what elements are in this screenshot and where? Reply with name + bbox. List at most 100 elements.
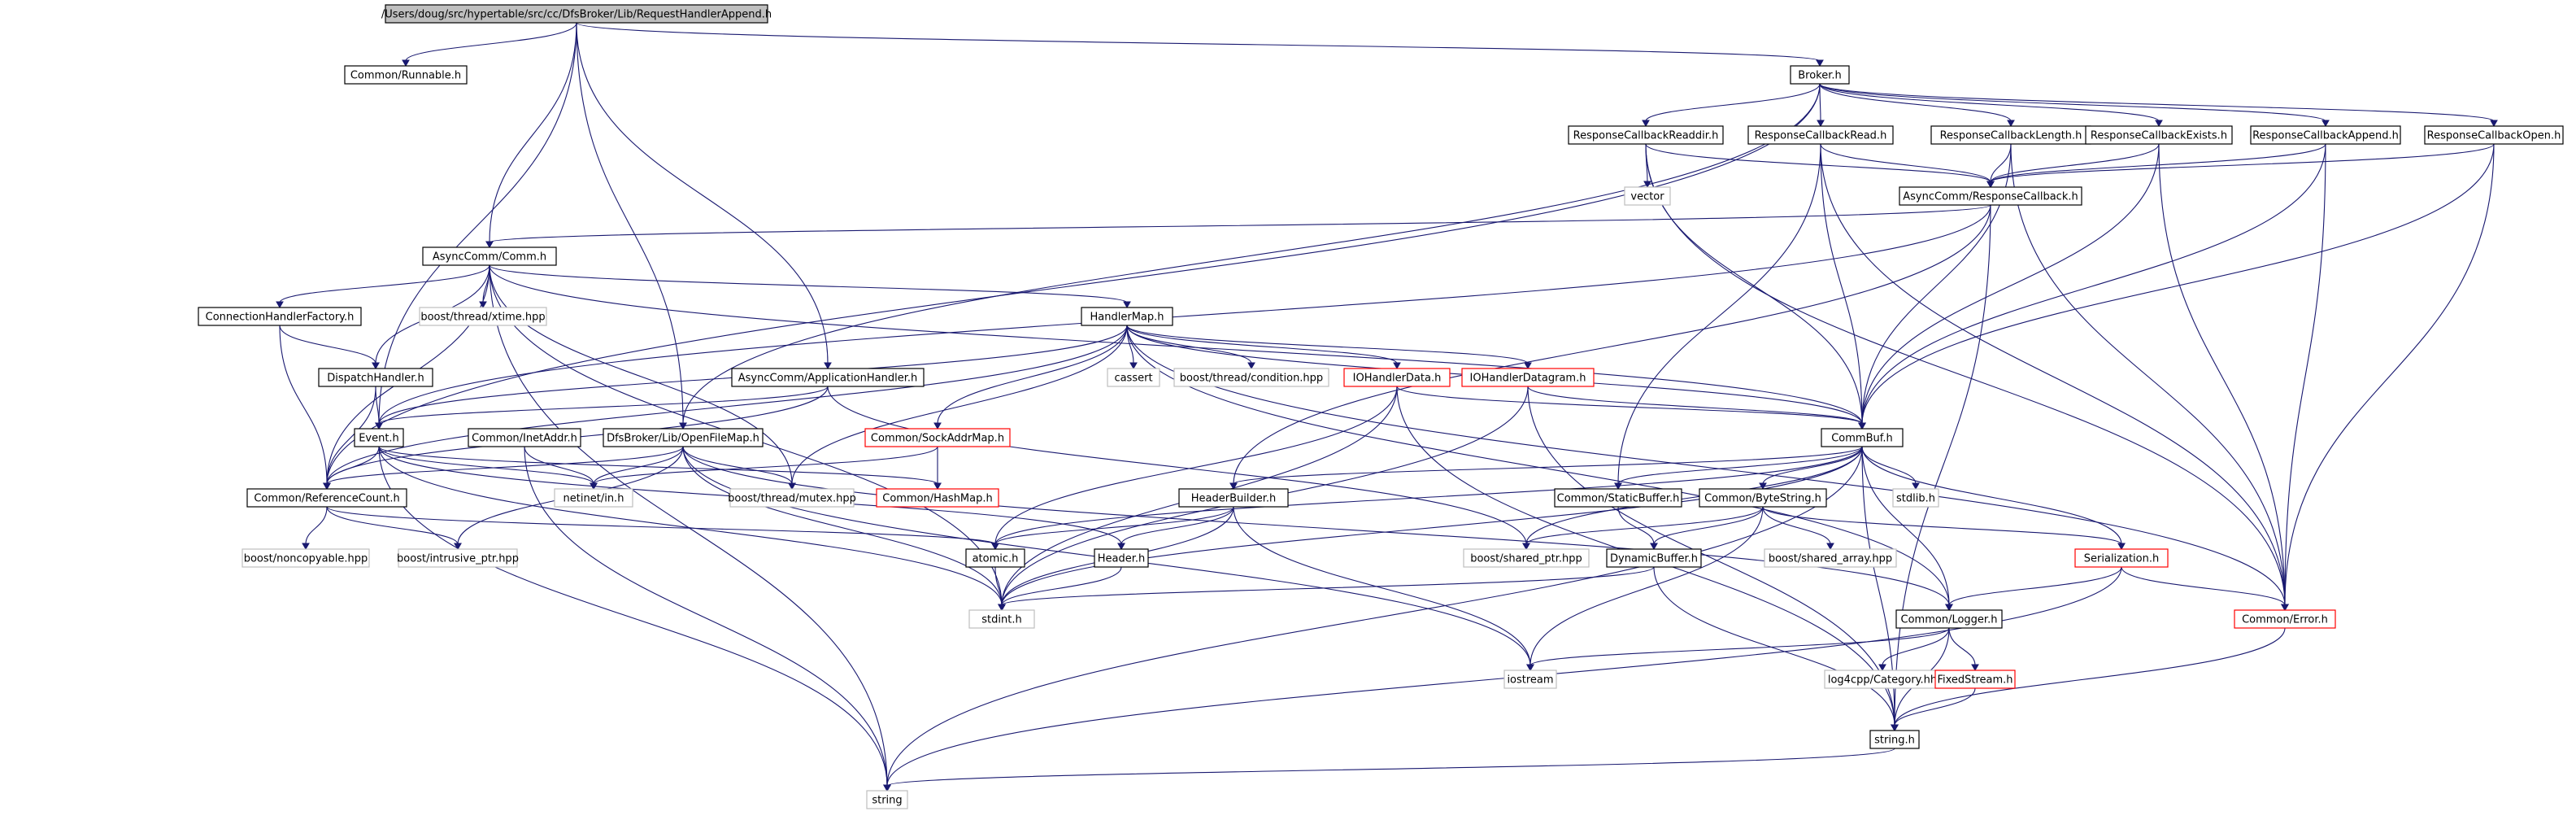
node-rcb-exists[interactable]: ResponseCallbackExists.h	[2085, 125, 2233, 145]
node-noncopyable[interactable]: boost/noncopyable.hpp	[242, 548, 370, 568]
node-box	[2250, 125, 2401, 145]
node-serialization[interactable]: Serialization.h	[2074, 548, 2169, 568]
edge-event-to-string	[378, 446, 888, 787]
edge-logger-to-fixedstream	[1948, 627, 1976, 666]
edge-comm-to-mutex	[489, 264, 793, 485]
node-hashmap[interactable]: Common/HashMap.h	[876, 488, 999, 508]
node-rcb-open[interactable]: ResponseCallbackOpen.h	[2424, 125, 2564, 145]
node-inetaddr[interactable]: Common/InetAddr.h	[468, 428, 581, 447]
edge-commbuf-to-sharedptr	[1525, 446, 1863, 545]
edge-io_data-to-commbuf	[1396, 386, 1863, 425]
node-rcb-read[interactable]: ResponseCallbackRead.h	[1747, 125, 1894, 145]
arrowhead-io_dgram-to-commbuf	[1858, 422, 1866, 430]
node-box	[1934, 670, 2016, 689]
edge-rcb_read-to-error	[1820, 143, 2286, 606]
node-box	[1094, 548, 1149, 568]
edge-rcb_readdir-to-async_rcb	[1645, 143, 1991, 183]
node-staticbuffer[interactable]: Common/StaticBuffer.h	[1554, 488, 1682, 508]
node-vector[interactable]: vector	[1624, 186, 1671, 206]
node-fixedstream[interactable]: FixedStream.h	[1934, 670, 2016, 689]
node-sharedarray[interactable]: boost/shared_array.hpp	[1764, 548, 1897, 568]
edge-event-to-refcount	[326, 446, 380, 485]
node-dynbuf[interactable]: DynamicBuffer.h	[1606, 548, 1702, 568]
node-bytestring[interactable]: Common/ByteString.h	[1699, 488, 1827, 508]
edge-rcb_read-to-commbuf	[1820, 143, 1863, 425]
edge-bytestring-to-sharedarray	[1762, 506, 1831, 545]
node-dispatch[interactable]: DispatchHandler.h	[318, 368, 433, 387]
node-event[interactable]: Event.h	[354, 428, 404, 447]
arrowhead-comm-to-conn_factory	[276, 301, 284, 309]
node-atomic[interactable]: atomic.h	[965, 548, 1025, 568]
node-category[interactable]: log4cpp/Category.hh	[1824, 670, 1941, 689]
node-stdint[interactable]: stdint.h	[968, 609, 1035, 629]
node-rcb-append[interactable]: ResponseCallbackAppend.h	[2250, 125, 2401, 145]
node-io-dgram[interactable]: IOHandlerDatagram.h	[1461, 368, 1595, 387]
node-runnable[interactable]: Common/Runnable.h	[344, 65, 468, 85]
node-intrusive[interactable]: boost/intrusive_ptr.hpp	[397, 548, 519, 568]
node-netinet[interactable]: netinet/in.h	[554, 488, 633, 508]
node-stdlib[interactable]: stdlib.h	[1892, 488, 1939, 508]
edge-rcb_append-to-async_rcb	[1990, 143, 2326, 183]
node-xtime[interactable]: boost/thread/xtime.hpp	[419, 307, 547, 326]
node-box	[1790, 65, 1850, 85]
node-logger[interactable]: Common/Logger.h	[1895, 609, 2003, 629]
node-box	[866, 790, 908, 809]
edge-broker-to-rcb_readdir	[1645, 83, 1821, 122]
node-openfilemap[interactable]: DfsBroker/Lib/OpenFileMap.h	[603, 428, 764, 447]
node-box	[1821, 428, 1904, 447]
node-comm[interactable]: AsyncComm/Comm.h	[422, 246, 557, 266]
node-box	[1624, 186, 1671, 206]
node-box	[1554, 488, 1682, 508]
node-label: Common/ByteString.h	[1704, 493, 1821, 505]
node-root[interactable]: /Users/doug/src/hypertable/src/cc/DfsBro…	[381, 4, 772, 24]
node-refcount[interactable]: Common/ReferenceCount.h	[246, 488, 407, 508]
node-sockaddrmap[interactable]: Common/SockAddrMap.h	[864, 428, 1011, 447]
node-cassert[interactable]: cassert	[1107, 368, 1160, 387]
node-label: boost/shared_array.hpp	[1769, 553, 1892, 565]
node-label: HandlerMap.h	[1090, 312, 1164, 324]
arrowhead-error-to-stringh	[1891, 724, 1899, 732]
node-label: IOHandlerDatagram.h	[1470, 373, 1586, 385]
node-condition[interactable]: boost/thread/condition.hpp	[1173, 368, 1329, 387]
node-box	[2424, 125, 2564, 145]
node-broker[interactable]: Broker.h	[1790, 65, 1850, 85]
edge-stringh-to-string	[886, 748, 1895, 787]
node-label: Common/Error.h	[2242, 614, 2328, 626]
node-rcb-readdir[interactable]: ResponseCallbackReaddir.h	[1568, 125, 1724, 145]
node-async-rcb[interactable]: AsyncComm/ResponseCallback.h	[1899, 186, 2082, 206]
arrowhead-broker-to-rcb_exists	[2155, 120, 2163, 128]
edge-headerbuilder-to-iostream	[1233, 506, 1531, 666]
node-commbuf[interactable]: CommBuf.h	[1821, 428, 1904, 447]
node-io-data[interactable]: IOHandlerData.h	[1343, 368, 1451, 387]
node-label: stdint.h	[981, 614, 1021, 626]
node-box	[398, 548, 518, 568]
node-box	[729, 488, 855, 508]
arrowhead-refcount-to-intrusive	[454, 543, 462, 551]
node-string[interactable]: string	[866, 790, 908, 809]
node-headerbuilder[interactable]: HeaderBuilder.h	[1178, 488, 1289, 508]
node-iostream[interactable]: iostream	[1503, 670, 1557, 689]
edge-openfilemap-to-netinet	[593, 446, 684, 485]
node-label: iostream	[1507, 674, 1553, 687]
edge-async_rcb-to-event	[378, 204, 1991, 425]
edge-io_dgram-to-commbuf	[1527, 386, 1863, 425]
node-rcb-length[interactable]: ResponseCallbackLength.h	[1930, 125, 2091, 145]
node-label: FixedStream.h	[1937, 674, 2012, 687]
node-label: Common/HashMap.h	[882, 493, 993, 505]
node-app-handler[interactable]: AsyncComm/ApplicationHandler.h	[731, 368, 925, 387]
node-label: atomic.h	[973, 553, 1019, 565]
arrowhead-serialization-to-error	[2281, 604, 2289, 612]
node-box	[468, 428, 581, 447]
node-stringh[interactable]: string.h	[1869, 730, 1920, 749]
node-header[interactable]: Header.h	[1094, 548, 1149, 568]
edge-broker-to-rcb_exists	[1819, 83, 2160, 122]
node-label: AsyncComm/Comm.h	[433, 251, 546, 264]
node-handler-map[interactable]: HandlerMap.h	[1081, 307, 1173, 326]
edge-async_rcb-to-comm	[489, 204, 1991, 243]
node-label: vector	[1630, 191, 1664, 203]
node-mutex[interactable]: boost/thread/mutex.hpp	[728, 488, 856, 508]
node-box	[1178, 488, 1289, 508]
node-sharedptr[interactable]: boost/shared_ptr.hpp	[1463, 548, 1590, 568]
node-conn-factory[interactable]: ConnectionHandlerFactory.h	[198, 307, 362, 326]
node-error[interactable]: Common/Error.h	[2234, 609, 2336, 629]
